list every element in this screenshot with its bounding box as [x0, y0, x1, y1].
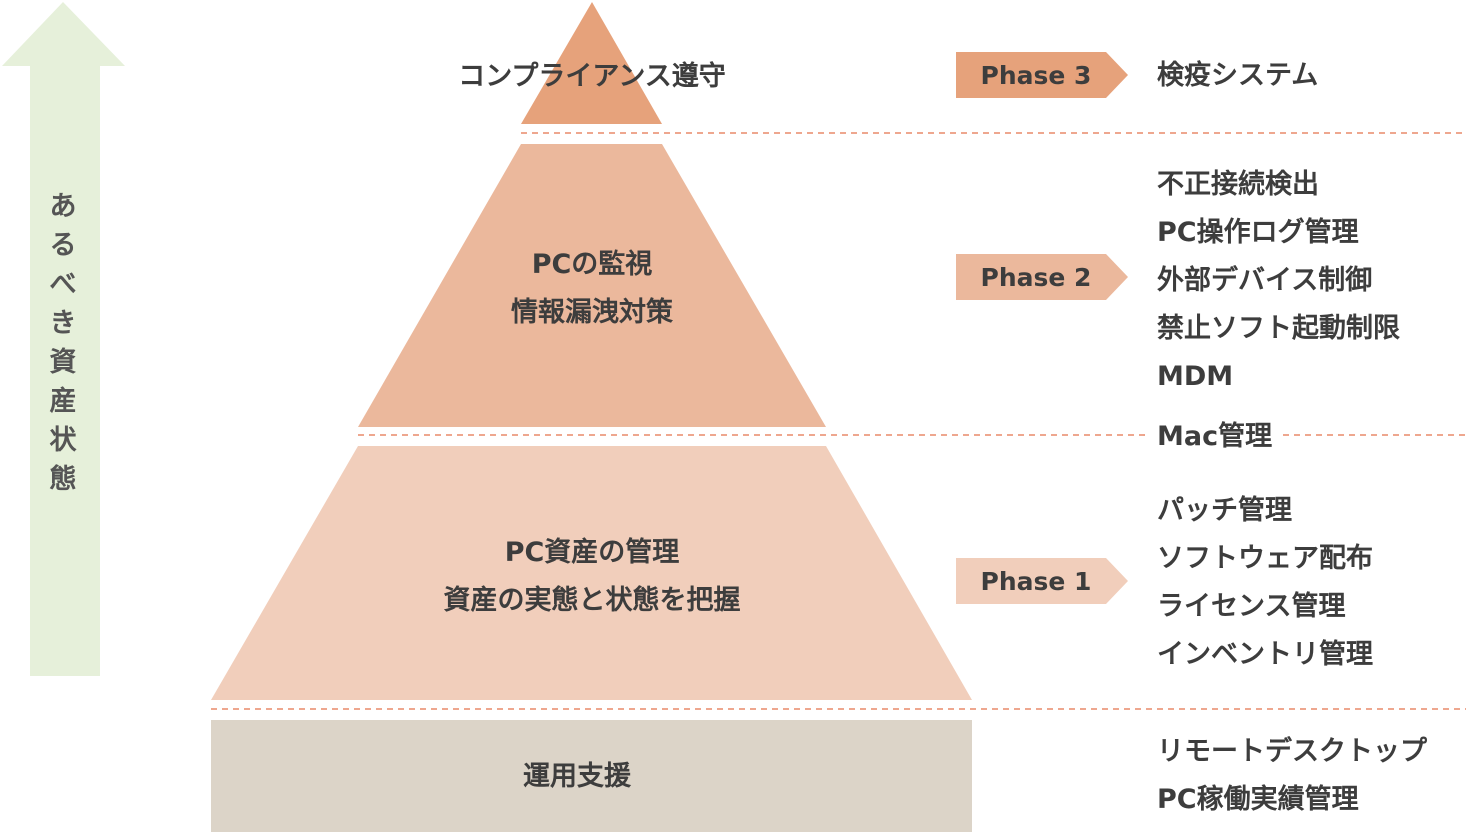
pyramid-bottom-layer	[211, 446, 972, 700]
axis-char: べ	[50, 269, 77, 300]
function-item: リモートデスクトップ	[1157, 735, 1428, 767]
layer-label-operation-support: 運用支援	[523, 761, 632, 792]
phase-3-functions: 検疫システム	[1157, 59, 1318, 91]
layer-label-asset-management: PC資産の管理	[505, 536, 680, 568]
pyramid-base-layer	[211, 720, 972, 832]
axis-label: あ る べ き 資 産 状 態	[50, 191, 78, 495]
function-item: MDM	[1157, 361, 1233, 392]
phase-3-label: Phase 3	[981, 61, 1092, 90]
function-item: 検疫システム	[1157, 59, 1318, 91]
axis-char: あ	[50, 191, 77, 222]
layer-label-leak-prevention: 情報漏洩対策	[511, 296, 674, 328]
phase-1-label: Phase 1	[981, 567, 1092, 596]
pyramid-top-layer	[521, 2, 662, 124]
function-item: ライセンス管理	[1157, 591, 1345, 622]
function-item: PC操作ログ管理	[1157, 216, 1359, 248]
function-item: 外部デバイス制御	[1157, 264, 1372, 296]
axis-char: 態	[50, 463, 77, 495]
phase-1-functions: パッチ管理 ソフトウェア配布 ライセンス管理 インベントリ管理	[1157, 495, 1373, 670]
layer-label-compliance: コンプライアンス遵守	[458, 60, 726, 92]
axis-char: き	[50, 308, 77, 339]
function-item: Mac管理	[1157, 421, 1272, 452]
axis-char: 状	[50, 425, 78, 456]
boundary-functions: Mac管理	[1157, 421, 1272, 452]
phase-2-functions: 不正接続検出 PC操作ログ管理 外部デバイス制御 禁止ソフト起動制限 MDM	[1157, 169, 1400, 392]
pyramid-middle-layer	[358, 144, 826, 427]
phase-2-label: Phase 2	[981, 263, 1092, 292]
base-functions: リモートデスクトップ PC稼働実績管理	[1157, 735, 1428, 815]
function-item: インベントリ管理	[1157, 639, 1373, 670]
phase-2-tag: Phase 2	[956, 254, 1128, 300]
function-item: パッチ管理	[1157, 495, 1292, 526]
phase-3-tag: Phase 3	[956, 52, 1128, 98]
axis-char: 資	[50, 347, 77, 378]
function-item: PC稼働実績管理	[1157, 783, 1359, 815]
phase-1-tag: Phase 1	[956, 558, 1128, 604]
axis-char: 産	[50, 385, 77, 417]
function-item: 不正接続検出	[1157, 169, 1319, 200]
function-item: 禁止ソフト起動制限	[1157, 313, 1400, 344]
layer-label-monitoring: PCの監視	[532, 249, 653, 280]
up-arrow-icon	[2, 2, 125, 676]
function-item: ソフトウェア配布	[1157, 543, 1373, 574]
axis-char: る	[50, 230, 77, 261]
layer-label-asset-state: 資産の実態と状態を把握	[444, 584, 741, 616]
